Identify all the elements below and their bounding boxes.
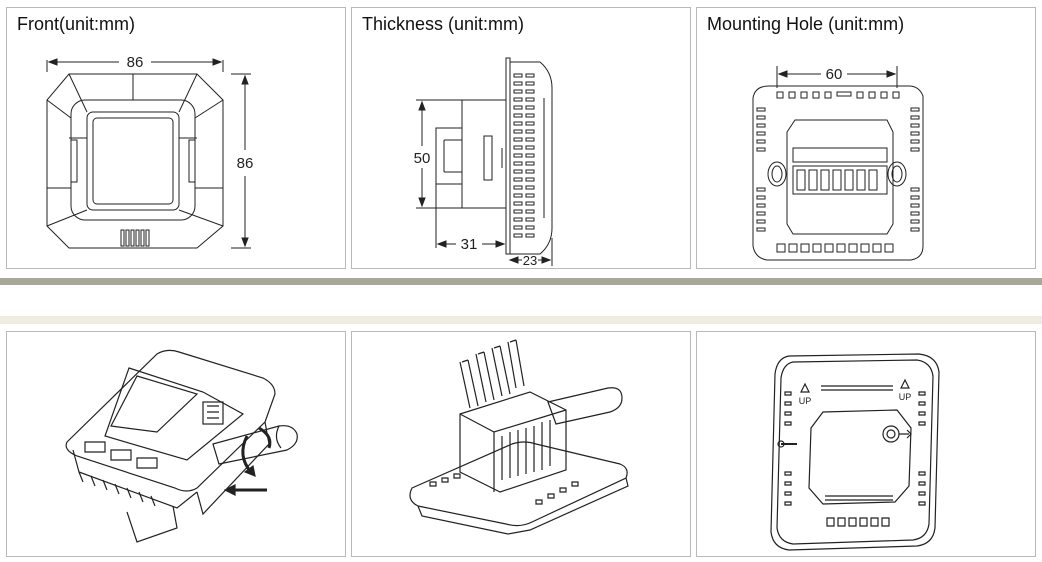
mounting-hole-title: Mounting Hole (unit:mm)	[707, 14, 905, 34]
thickness-height-label: 50	[414, 150, 431, 167]
mounting-hole-drawing: 60	[752, 66, 924, 261]
separator-light	[0, 316, 1042, 324]
front-width-label: 86	[127, 54, 144, 71]
front-view-drawing: 86 86	[46, 54, 254, 249]
install-step-2-drawing	[409, 339, 629, 535]
install-step-1-panel	[6, 331, 346, 557]
up-label-right: UP	[899, 392, 912, 402]
install-step-3-drawing: UP UP	[770, 353, 940, 551]
install-step-2-panel	[351, 331, 691, 557]
front-height-label: 86	[237, 155, 254, 172]
separator-dark	[0, 278, 1042, 285]
mounting-hole-panel: Mounting Hole (unit:mm)	[696, 7, 1036, 269]
thickness-view-panel: Thickness (unit:mm)	[351, 7, 691, 269]
up-label-left: UP	[799, 396, 812, 406]
thickness-view-title: Thickness (unit:mm)	[362, 14, 525, 34]
install-step-3-panel: UP UP	[696, 331, 1036, 557]
install-step-1-drawing	[65, 349, 298, 543]
front-view-title: Front(unit:mm)	[17, 14, 136, 34]
thickness-total-label: 23	[523, 253, 537, 268]
mounting-hole-spacing-label: 60	[826, 66, 843, 83]
thickness-view-drawing: 50 31 23	[414, 57, 553, 268]
front-view-panel: Front(unit:mm)	[6, 7, 346, 269]
thickness-depth-label: 31	[461, 236, 478, 253]
